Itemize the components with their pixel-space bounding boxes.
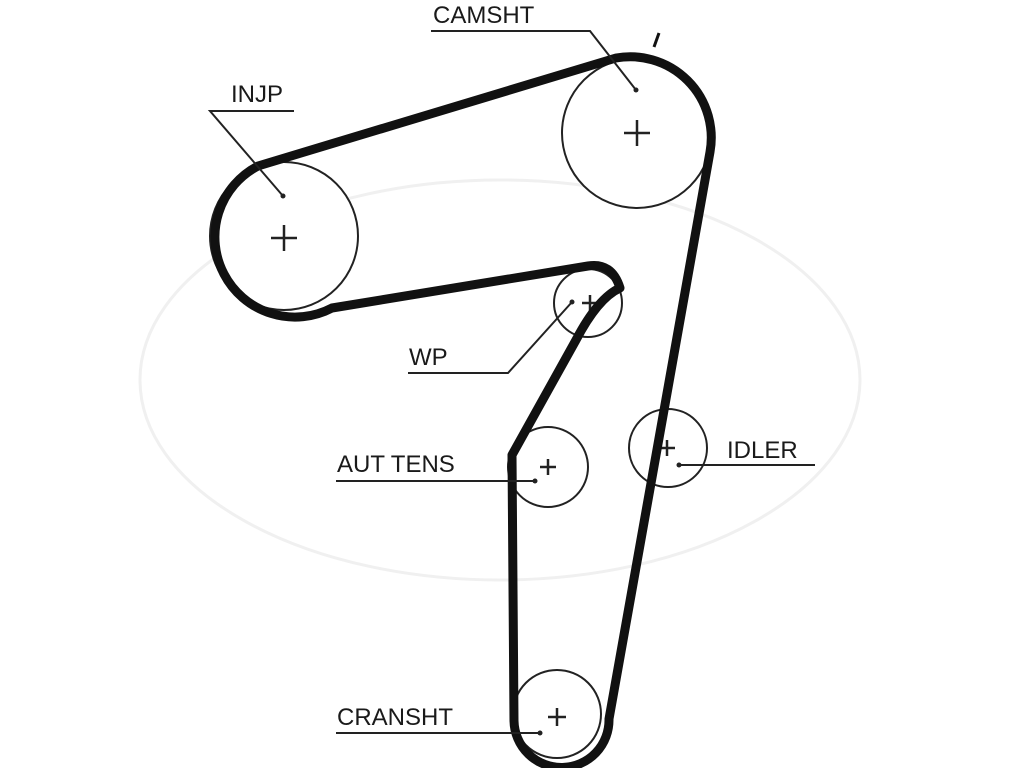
water-pump-leader <box>408 299 575 374</box>
label-injection-pump: INJP <box>231 81 283 108</box>
crankshaft-pulley <box>512 669 602 759</box>
label-crankshaft: CRANSHT <box>337 704 453 731</box>
idler-pulley <box>628 408 708 488</box>
crankshaft-leader <box>336 730 543 736</box>
label-idler: IDLER <box>727 437 798 464</box>
auto-tensioner-leader <box>336 478 538 484</box>
background-watermark-oval <box>138 178 862 582</box>
camshaft-leader <box>431 30 639 93</box>
label-auto-tensioner: AUT TENS <box>337 451 455 478</box>
label-camshaft: CAMSHT <box>433 2 535 29</box>
timing-mark <box>652 32 661 48</box>
timing-belt <box>210 52 716 768</box>
idler-leader <box>676 462 815 468</box>
label-water-pump: WP <box>409 344 448 371</box>
injection-pump-leader <box>207 110 294 199</box>
